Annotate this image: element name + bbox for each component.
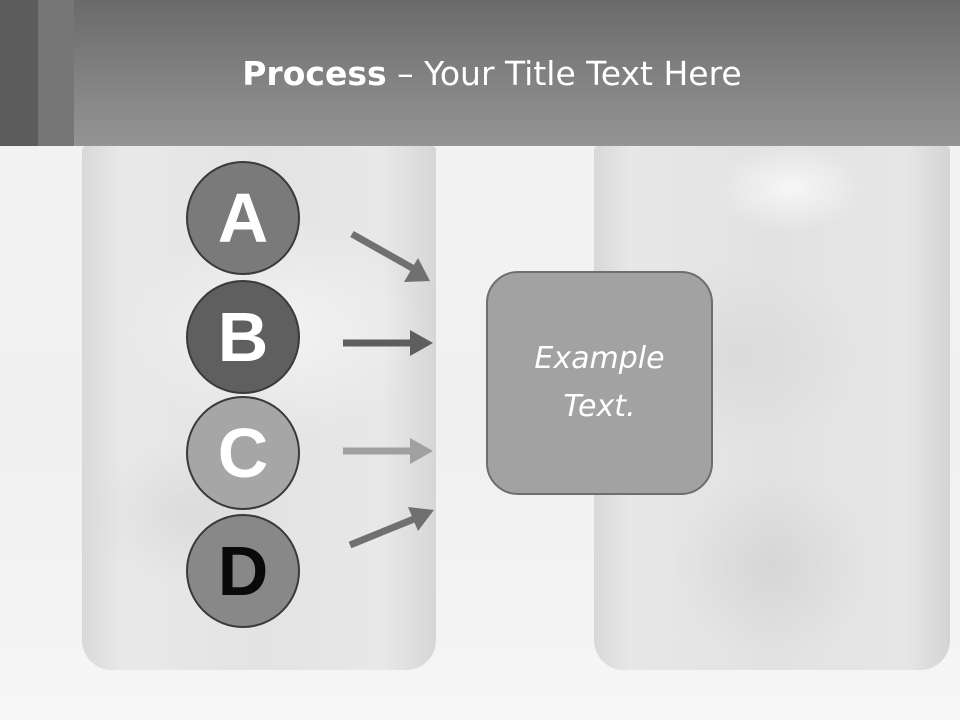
arrow-d — [348, 507, 434, 549]
arrow-c — [343, 438, 433, 464]
title-rest-part: – Your Title Text Here — [386, 54, 742, 93]
title-bold-part: Process — [242, 54, 387, 93]
header-accent-stripe — [0, 0, 38, 146]
arrow-b — [343, 330, 433, 356]
step-circle-b: B — [186, 280, 300, 394]
step-circle-c: C — [186, 396, 300, 510]
arrow-a — [350, 230, 430, 282]
title-bar: Process – Your Title Text Here — [0, 0, 960, 146]
header-accent-stripe — [38, 0, 74, 146]
example-text-box: Example Text. — [486, 271, 713, 495]
step-circle-d: D — [186, 514, 300, 628]
page-title: Process – Your Title Text Here — [0, 52, 960, 96]
step-circle-a: A — [186, 161, 300, 275]
example-text: Example Text. — [534, 341, 665, 424]
